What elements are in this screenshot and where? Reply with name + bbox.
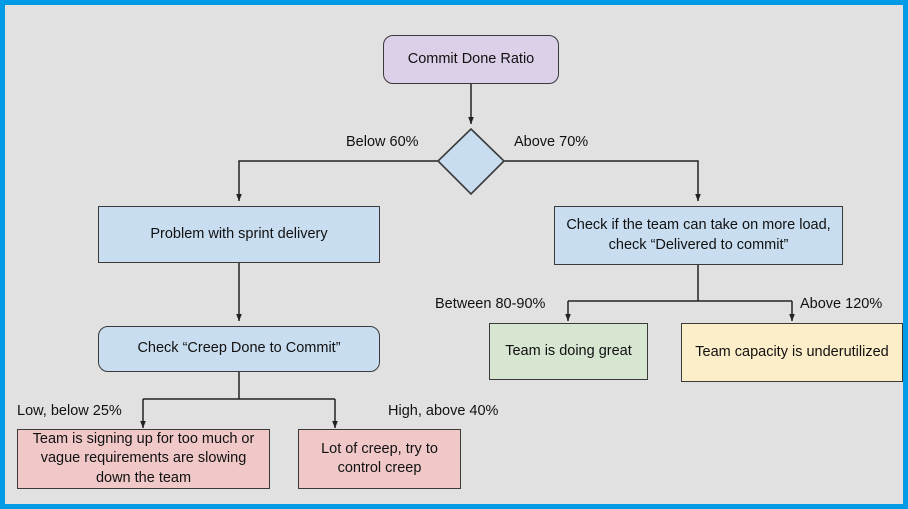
node-label: Lot of creep, try to control creep — [321, 440, 438, 476]
node-label: Team is doing great — [505, 342, 632, 359]
node-label: Commit Done Ratio — [407, 50, 535, 67]
node-label: Check if the team can take on more load,… — [566, 217, 831, 253]
edge-label-above-70: Above 70% — [514, 134, 589, 150]
node-check-creep-done-to-commit[interactable]: Check “Creep Done to Commit” — [98, 326, 380, 372]
node-label: Check “Creep Done to Commit” — [137, 340, 341, 357]
node-team-capacity-underutilized[interactable]: Team capacity is underutilized — [681, 323, 903, 382]
node-problem-with-sprint-delivery[interactable]: Problem with sprint delivery — [98, 206, 380, 263]
edge-decision-left — [236, 160, 439, 202]
node-label: Problem with sprint delivery — [150, 225, 328, 242]
node-label: Team capacity is underutilized — [695, 343, 889, 360]
edge-label-between-80-90: Between 80-90% — [435, 296, 546, 312]
decision-diamond — [436, 127, 506, 196]
node-commit-done-ratio[interactable]: Commit Done Ratio — [383, 35, 559, 84]
node-team-signing-up-too-much[interactable]: Team is signing up for too much or vague… — [17, 429, 270, 489]
node-lot-of-creep[interactable]: Lot of creep, try to control creep — [298, 429, 461, 489]
node-team-is-doing-great[interactable]: Team is doing great — [489, 323, 648, 380]
edge-label-below-60: Below 60% — [346, 134, 419, 150]
edge-decision-right — [503, 160, 701, 202]
connector-layer — [140, 84, 795, 429]
node-label: Team is signing up for too much or vague… — [32, 431, 255, 486]
node-check-more-load[interactable]: Check if the team can take on more load,… — [554, 206, 843, 265]
edge-label-high-above-40: High, above 40% — [388, 403, 499, 419]
edge-label-low-below-25: Low, below 25% — [17, 403, 122, 419]
edge-label-above-120: Above 120% — [800, 296, 883, 312]
